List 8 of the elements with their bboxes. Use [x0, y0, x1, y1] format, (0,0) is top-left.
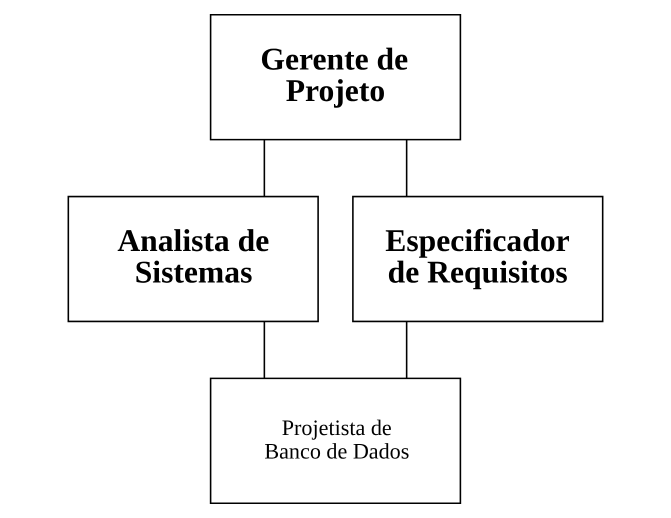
node-box: Especificador de Requisitos — [352, 196, 604, 322]
connector — [264, 322, 266, 378]
connector — [406, 140, 408, 196]
node-box: Gerente de Projeto — [210, 14, 462, 140]
connector — [406, 322, 408, 378]
node-box: Projetista de Banco de Dados — [210, 378, 462, 504]
connector — [264, 140, 266, 196]
node-box: Analista de Sistemas — [68, 196, 319, 322]
